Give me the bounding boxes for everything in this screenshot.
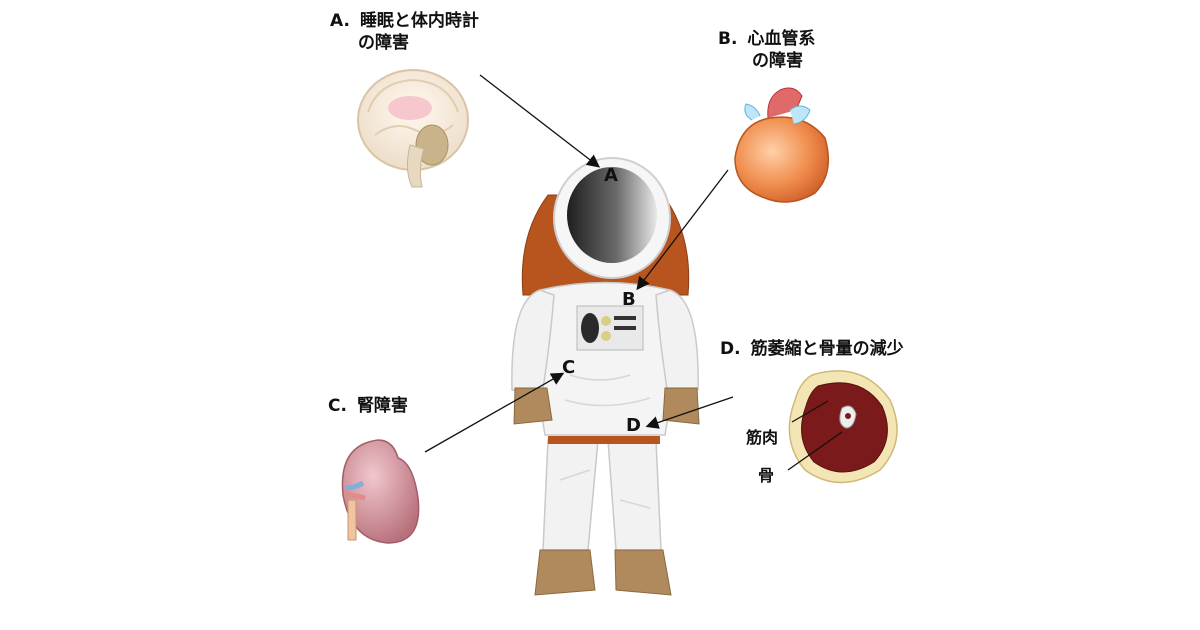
marker-b: B: [622, 289, 636, 310]
pointer-line-d: [645, 396, 734, 429]
pointer-line-c: [424, 372, 565, 453]
marker-a: A: [604, 165, 618, 186]
label-a: A. 睡眠と体内時計 の障害: [330, 10, 479, 54]
pointer-line-bone: [787, 431, 843, 471]
muscle-cross-section-icon: [788, 370, 898, 484]
label-b-tag: B.: [718, 29, 738, 49]
pointer-lines: [424, 74, 843, 471]
brain-icon: [357, 69, 469, 188]
pointer-line-b: [636, 169, 729, 291]
label-d-tag: D.: [720, 339, 741, 359]
label-b-line1: 心血管系: [747, 29, 816, 49]
label-a-tag: A.: [330, 11, 350, 31]
label-d: D. 筋萎縮と骨量の減少: [720, 338, 904, 360]
heart-icon: [734, 87, 830, 203]
pointer-line-a: [479, 74, 601, 168]
label-c-line1: 腎障害: [356, 396, 408, 416]
pointer-line-muscle: [791, 400, 829, 423]
label-a-line2: の障害: [358, 33, 409, 53]
label-b: B. 心血管系 の障害: [718, 28, 815, 72]
marker-c: C: [562, 357, 576, 378]
muscle-label: 筋肉: [746, 428, 779, 447]
label-c: C. 腎障害: [328, 395, 408, 417]
bone-label: 骨: [758, 466, 775, 485]
label-b-line2: の障害: [752, 51, 803, 71]
kidney-icon: [341, 439, 420, 544]
label-d-line1: 筋萎縮と骨量の減少: [750, 339, 904, 359]
astronaut-illustration: [511, 157, 700, 596]
label-a-line1: 睡眠と体内時計: [359, 11, 479, 31]
marker-d: D: [626, 415, 641, 436]
label-c-tag: C.: [328, 396, 347, 416]
